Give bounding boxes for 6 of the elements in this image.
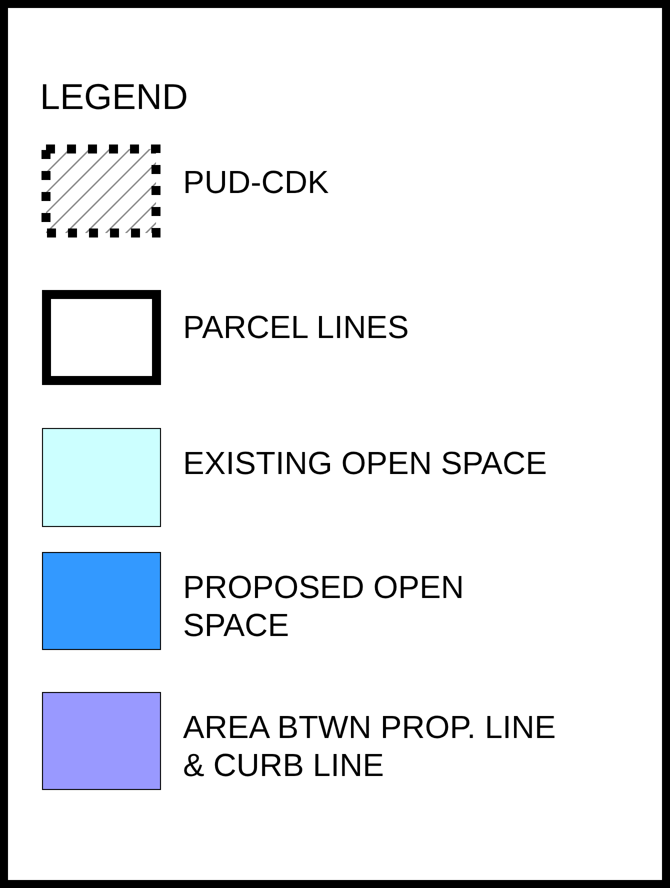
legend-label: PROPOSED OPEN SPACE — [183, 568, 465, 644]
legend-title: LEGEND — [40, 78, 188, 116]
legend-label: EXISTING OPEN SPACE — [183, 444, 548, 482]
legend-label: PARCEL LINES — [183, 308, 410, 346]
legend-label: AREA BTWN PROP. LINE & CURB LINE — [183, 708, 557, 784]
legend-label: PUD-CDK — [183, 163, 330, 201]
